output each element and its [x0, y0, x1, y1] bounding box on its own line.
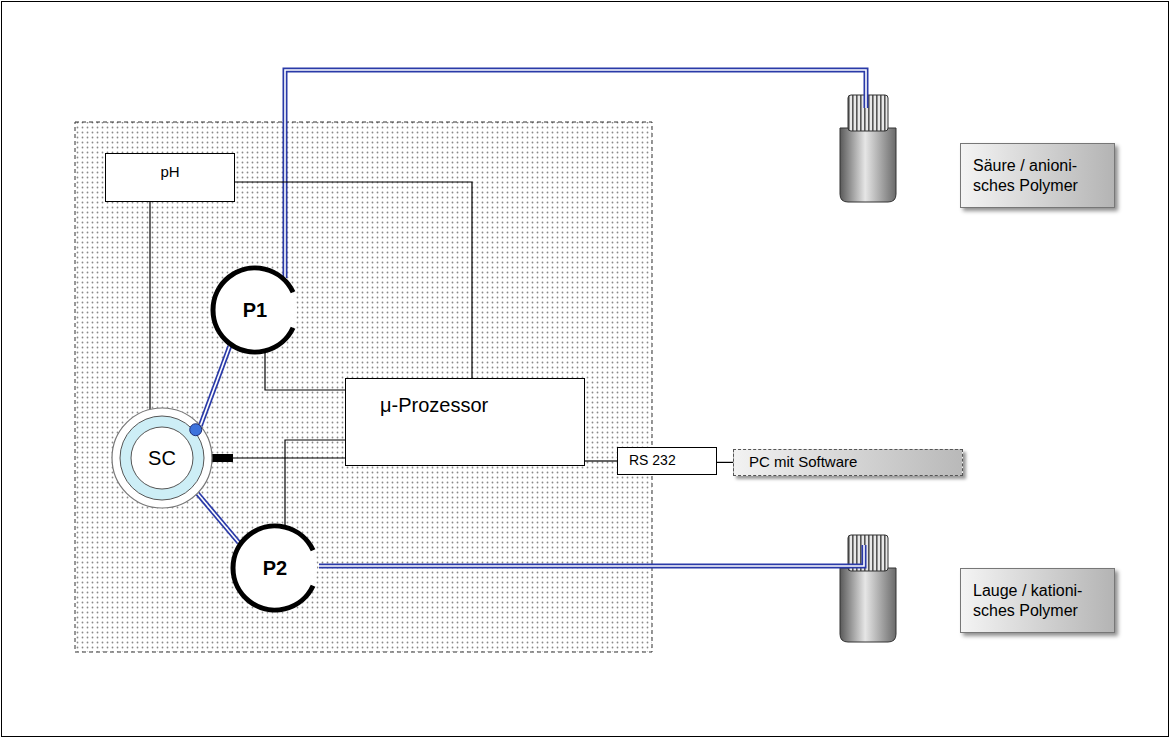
node-text: SC: [148, 446, 176, 471]
reservoir-label: Lauge / kationi- sches Polymer: [960, 568, 1115, 633]
process-box: pH: [105, 153, 235, 202]
process-box: RS 232: [617, 447, 717, 475]
supply-tube: [285, 70, 866, 566]
signal-wire: [717, 462, 733, 463]
pc-box: PC mit Software: [733, 449, 963, 476]
pump-circle: P2: [229, 522, 321, 614]
signal-wire: [285, 440, 345, 525]
node-text: RS 232: [629, 452, 676, 470]
process-box: μ-Prozessor: [345, 378, 585, 466]
fluid-tube: [200, 346, 229, 426]
signal-wire: [585, 461, 617, 462]
node-text: Säure / anioni- sches Polymer: [973, 156, 1111, 196]
bottle-bottom: [840, 535, 896, 642]
signal-wire: [212, 458, 345, 459]
device-housing: [75, 122, 652, 652]
node-text: PC mit Software: [749, 453, 857, 472]
node-text: μ-Prozessor: [380, 393, 488, 418]
fluid-tube: [197, 493, 239, 542]
bottle-top: [840, 95, 896, 202]
signal-wire: [150, 202, 151, 409]
node-text: P1: [243, 298, 267, 323]
signal-wire: [265, 353, 345, 390]
node-text: P2: [263, 556, 287, 581]
pump-circle: P1: [209, 264, 301, 356]
reservoir-label: Säure / anioni- sches Polymer: [960, 143, 1115, 208]
node-text: pH: [160, 163, 179, 182]
node-text: Lauge / kationi- sches Polymer: [973, 581, 1111, 621]
sensor-cell: SC: [110, 406, 214, 510]
